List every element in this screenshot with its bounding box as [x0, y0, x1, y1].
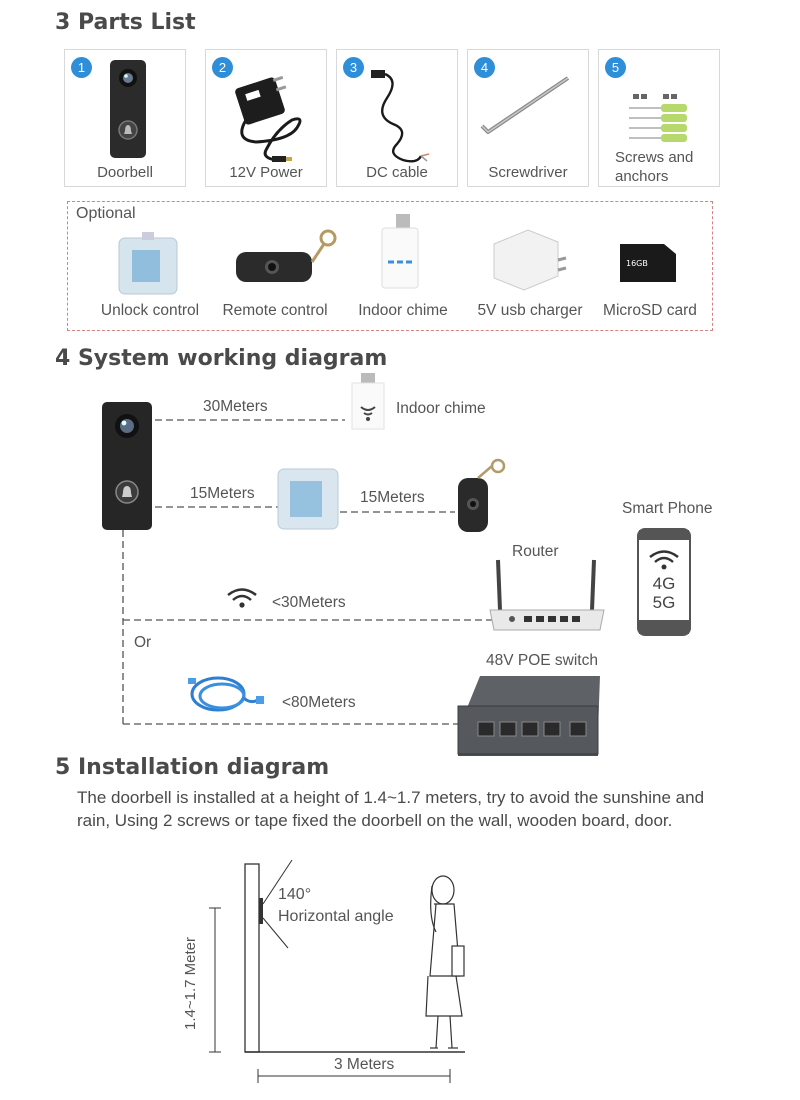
optional-label: MicroSD card	[603, 302, 697, 319]
router-label: Router	[512, 543, 559, 560]
screws-icon	[629, 94, 687, 142]
parts-list-title: 3 Parts List	[55, 10, 196, 35]
svg-text:16GB: 16GB	[626, 259, 648, 268]
part-card-doorbell: 1 Doorbell	[64, 49, 186, 187]
unlock-distance-label: 15Meters	[190, 485, 255, 502]
part-label: Doorbell	[97, 164, 153, 181]
smartphone-label: Smart Phone	[622, 500, 713, 517]
height-label: 1.4~1.7 Meter	[181, 937, 199, 1030]
optional-label: Unlock control	[100, 302, 200, 319]
unlock-module-icon	[118, 232, 178, 295]
optional-title: Optional	[76, 205, 136, 222]
part-card-screwdriver: 4 Screwdriver	[467, 49, 589, 187]
wifi-distance-label: <30Meters	[272, 594, 346, 611]
part-card-power: 2 12V Power	[205, 49, 327, 187]
doorbell-icon	[110, 60, 146, 158]
distance-label: 3 Meters	[334, 1056, 395, 1073]
ethernet-cable-icon	[188, 676, 264, 712]
cable-distance-label: <80Meters	[282, 694, 356, 711]
microsd-icon: 16GB	[620, 244, 676, 282]
usb-charger-icon	[493, 229, 567, 291]
optional-label: Indoor chime	[358, 302, 448, 319]
optional-accessories-box: Optional Unlock control Remote control I…	[67, 201, 713, 331]
installation-description: The doorbell is installed at a height of…	[77, 788, 705, 830]
smartphone-icon: 4G 5G	[637, 528, 691, 636]
part-label: DC cable	[366, 164, 428, 181]
part-label: Screws and anchors	[615, 149, 694, 185]
part-card-screws: 5 Screws and anchors	[598, 49, 720, 187]
system-diagram-title: 4 System working diagram	[55, 346, 388, 371]
router-icon	[489, 559, 605, 631]
part-number-badge: 5	[605, 57, 626, 78]
doorbell-device-icon	[102, 402, 152, 530]
installation-diagram	[209, 859, 465, 1083]
wifi-icon	[649, 550, 679, 570]
part-label: Screwdriver	[488, 164, 568, 181]
chime-distance-label: 30Meters	[203, 398, 268, 415]
installation-title: 5 Installation diagram	[55, 755, 330, 780]
remote-fob-icon	[236, 229, 337, 282]
wifi-signal-icon	[227, 588, 257, 608]
part-number-badge: 3	[343, 57, 364, 78]
screwdriver-icon	[480, 76, 570, 134]
angle-value-label: 140°	[278, 886, 312, 903]
poe-switch-label: 48V POE switch	[486, 652, 598, 669]
optional-label: 5V usb charger	[477, 302, 583, 319]
chime-label: Indoor chime	[396, 400, 486, 417]
phone-5g-label: 5G	[652, 593, 676, 612]
part-number-badge: 1	[71, 57, 92, 78]
chime-device-icon	[351, 373, 385, 430]
phone-4g-label: 4G	[652, 574, 676, 593]
optional-label: Remote control	[222, 302, 328, 319]
remote-device-icon	[458, 458, 506, 532]
power-adapter-icon	[235, 75, 302, 162]
or-label: Or	[134, 634, 152, 651]
chime-icon	[381, 214, 419, 289]
angle-label: Horizontal angle	[278, 908, 394, 925]
remote-distance-label: 15Meters	[360, 489, 425, 506]
part-card-dc-cable: 3 DC cable	[336, 49, 458, 187]
part-number-badge: 4	[474, 57, 495, 78]
poe-switch-icon	[457, 676, 600, 756]
part-label: 12V Power	[229, 164, 303, 181]
system-diagram-lines	[122, 419, 493, 725]
part-number-badge: 2	[212, 57, 233, 78]
dc-cable-icon	[371, 70, 430, 163]
unlock-device-icon	[277, 468, 339, 530]
